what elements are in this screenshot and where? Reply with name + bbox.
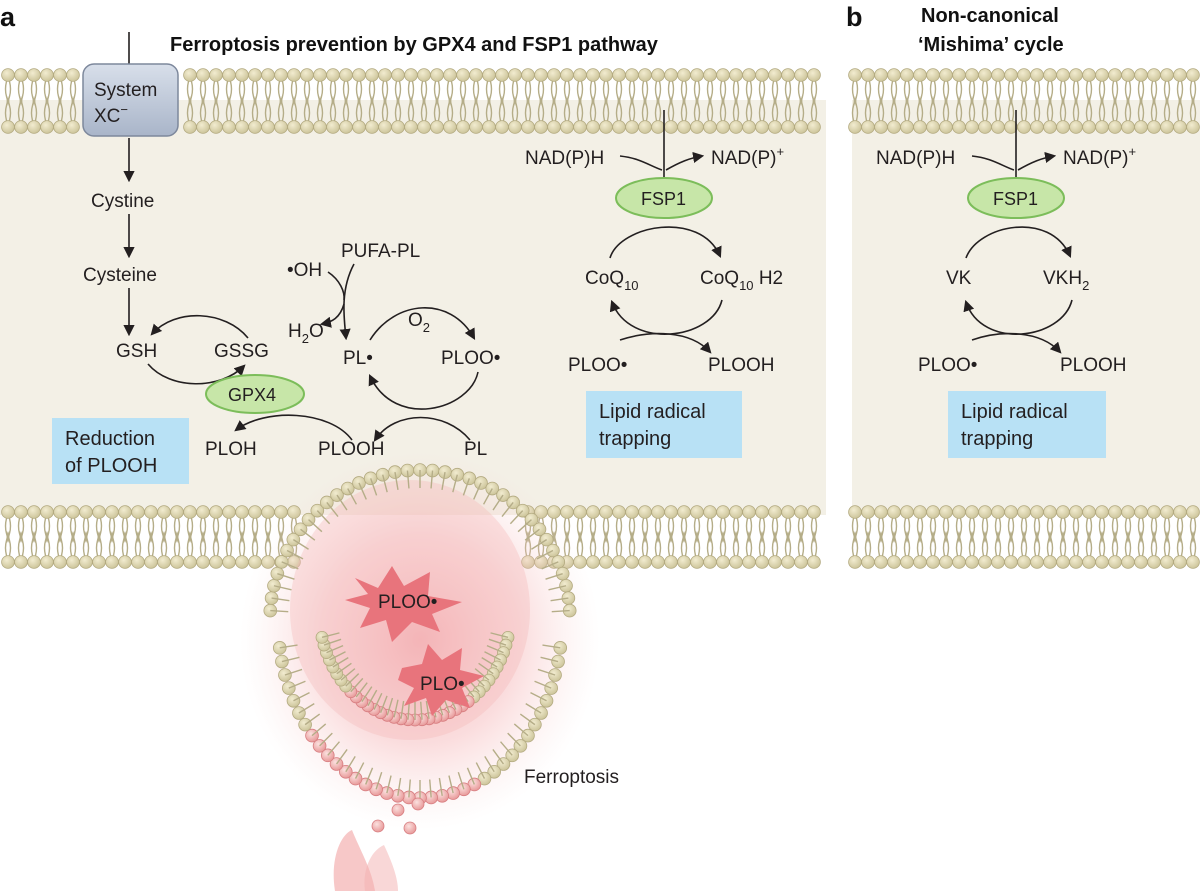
membrane-top-a [1,68,821,134]
lipid-trapping-box-a [586,391,742,458]
fsp1-nadp-a: NAD(P)+ [711,144,784,169]
membrane-top-b [848,68,1200,134]
transporter-label-line2: XC− [94,102,128,127]
nadp-out-a [665,151,705,171]
water-label: H2O [288,321,324,346]
fsp1-label-b: FSP1 [993,189,1038,209]
lipid-box-b-line1: Lipid radical [961,401,1068,423]
panel-a-letter: a [0,2,16,32]
o2-label: O2 [408,310,430,335]
membrane-bulge [263,463,577,835]
burst-ploo [345,566,462,642]
oh-join-line [327,271,345,301]
pufa-pl-label: PUFA-PL [341,241,420,262]
gssg-to-gsh-arrow [150,314,249,339]
nadp-b: NAD(P)+ [1063,144,1136,169]
nadph-in-a [619,155,663,171]
leak-plume [333,830,375,891]
gpx4-enzyme [205,374,305,414]
ploo-to-plooh-arrow-a [619,332,712,354]
transporter-label-line1: System [94,80,157,101]
coq-left-label: CoQ10 [585,268,639,293]
panel-b-title-line1: Non-canonical [921,5,1059,27]
gssg-label: GSSG [214,341,269,362]
cysteine-label: Cysteine [83,265,157,286]
panel-a-title: Ferroptosis prevention by GPX4 and FSP1 … [170,34,659,56]
gsh-to-gssg-arrow [147,363,246,385]
pl-radical-label: PL• [343,348,373,369]
nadph-in-b [971,155,1015,171]
plooh-to-ploh-arrow [234,414,353,441]
reduction-box [52,418,189,484]
nadp-out-b [1017,151,1057,171]
gsh-label: GSH [116,341,157,362]
pl-to-plooh-arrow [373,416,471,442]
panel-b-title-line2: ‘Mishima’ cycle [918,34,1064,56]
pl-to-ploo-arrow [369,307,476,341]
lipid-box-b-line2: trapping [961,428,1033,450]
ploo-radical-label: PLOO• [441,348,500,369]
ploo-to-plooh-arrow-b [971,332,1062,354]
ferroptosis-label: Ferroptosis [524,767,619,788]
fsp1-plooh-a: PLOOH [708,355,775,376]
lipid-box-a-line1: Lipid radical [599,401,706,423]
coq-reduce-arrow [609,226,722,259]
fsp1-ploo-a: PLOO• [568,355,627,376]
to-water-arrow [319,303,345,328]
cystine-label: Cystine [91,191,154,212]
oh-radical-label: •OH [287,260,322,281]
ploo-b: PLOO• [918,355,977,376]
pl-label: PL [464,439,487,460]
ploh-label: PLOH [205,439,257,460]
membrane-bottom-b [848,505,1200,569]
burst-plo-label: PLO• [420,674,465,695]
vkh2-label: VKH2 [1043,268,1089,293]
lipid-trapping-box-b [948,391,1106,458]
panel-b-letter: b [846,2,863,32]
fsp1-enzyme-a [615,177,713,219]
system-xc-transporter [82,63,179,137]
nadph-b: NAD(P)H [876,148,955,169]
vk-reduce-arrow [965,226,1072,259]
plooh-b: PLOOH [1060,355,1127,376]
coq-right-label: CoQ10 H2 [700,268,783,293]
gpx4-label: GPX4 [228,385,276,405]
plooh-label: PLOOH [318,439,385,460]
pufa-to-pl-arrow [339,263,355,341]
burst-plo [398,644,484,716]
fsp1-enzyme-b [967,177,1065,219]
leak-plume-2 [364,845,398,891]
ploo-to-pl-arrow [368,371,479,410]
fsp1-label-a: FSP1 [641,189,686,209]
burst-ploo-label: PLOO• [378,592,437,613]
fsp1-nadph-a: NAD(P)H [525,148,604,169]
vk-label: VK [946,268,972,289]
reduction-box-line1: Reduction [65,428,155,450]
lipid-box-a-line2: trapping [599,428,671,450]
reduction-box-line2: of PLOOH [65,455,157,477]
